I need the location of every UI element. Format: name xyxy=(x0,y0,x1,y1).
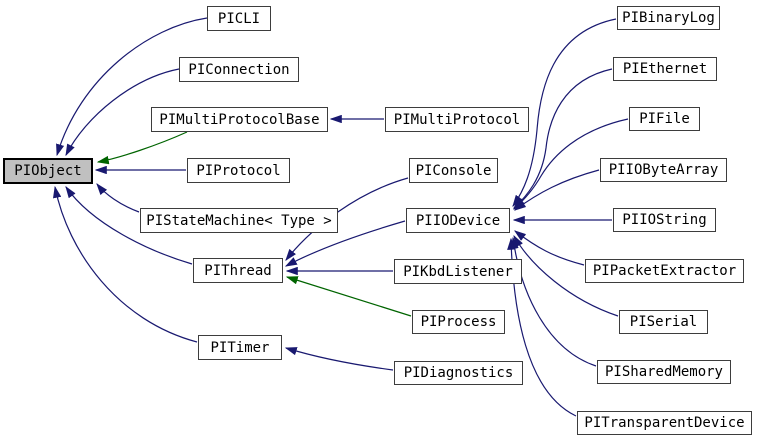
class-node-pithread[interactable]: PIThread xyxy=(193,258,283,283)
edge-picli-to-piobject xyxy=(56,17,208,157)
class-node-piprotocol[interactable]: PIProtocol xyxy=(187,158,290,183)
class-node-picli[interactable]: PICLI xyxy=(207,6,271,31)
edge-pithread-to-piobject xyxy=(65,186,193,265)
class-node-piiobytearray[interactable]: PIIOByteArray xyxy=(600,158,727,182)
edge-piprocess-to-pithread xyxy=(285,276,412,317)
class-node-pifile[interactable]: PIFile xyxy=(629,107,700,131)
class-node-pitimer[interactable]: PITimer xyxy=(198,335,282,360)
edge-pidiagnostics-to-pitimer xyxy=(284,347,394,371)
class-node-pimultiprotocolbase[interactable]: PIMultiProtocolBase xyxy=(151,107,328,132)
edge-pitimer-to-piobject xyxy=(53,185,198,343)
class-node-piconsole[interactable]: PIConsole xyxy=(409,158,498,183)
class-node-piconnection[interactable]: PIConnection xyxy=(179,57,299,82)
class-node-piiodevice[interactable]: PIIODevice xyxy=(406,208,510,233)
edge-piiobytearray-to-piiodevice xyxy=(514,169,600,211)
edge-pimultiprotocolbase-to-piobject xyxy=(96,131,188,165)
class-node-pisharedmemory[interactable]: PISharedMemory xyxy=(597,360,731,384)
class-node-pistatemachine[interactable]: PIStateMachine< Type > xyxy=(140,208,338,233)
class-node-piobject[interactable]: PIObject xyxy=(3,158,93,184)
edge-piserial-to-piiodevice xyxy=(513,234,619,317)
class-node-pidiagnostics[interactable]: PIDiagnostics xyxy=(394,361,523,385)
class-node-piiostring[interactable]: PIIOString xyxy=(613,208,716,232)
edge-piconnection-to-piobject xyxy=(65,68,180,157)
edge-pistatemachine-to-piobject xyxy=(96,183,140,213)
class-node-pimultiprotocol[interactable]: PIMultiProtocol xyxy=(385,107,529,132)
class-node-piserial[interactable]: PISerial xyxy=(619,310,708,334)
class-node-piethernet[interactable]: PIEthernet xyxy=(613,57,717,81)
edge-pisharedmemory-to-piiodevice xyxy=(510,236,597,367)
class-node-pitransparentdevice[interactable]: PITransparentDevice xyxy=(577,411,752,435)
class-node-piprocess[interactable]: PIProcess xyxy=(412,310,505,334)
edge-pipacketextractor-to-piiodevice xyxy=(514,230,585,266)
edge-piiodevice-to-pithread xyxy=(284,220,406,267)
class-node-pibinarylog[interactable]: PIBinaryLog xyxy=(617,6,720,30)
edge-piethernet-to-piiodevice xyxy=(513,68,613,209)
edge-pifile-to-piiodevice xyxy=(513,118,629,210)
edge-pibinarylog-to-piiodevice xyxy=(512,18,617,207)
class-node-pipacketextractor[interactable]: PIPacketExtractor xyxy=(585,259,744,283)
edge-piconsole-to-pithread xyxy=(285,177,409,261)
class-node-pikbdlistener[interactable]: PIKbdListener xyxy=(394,259,522,284)
